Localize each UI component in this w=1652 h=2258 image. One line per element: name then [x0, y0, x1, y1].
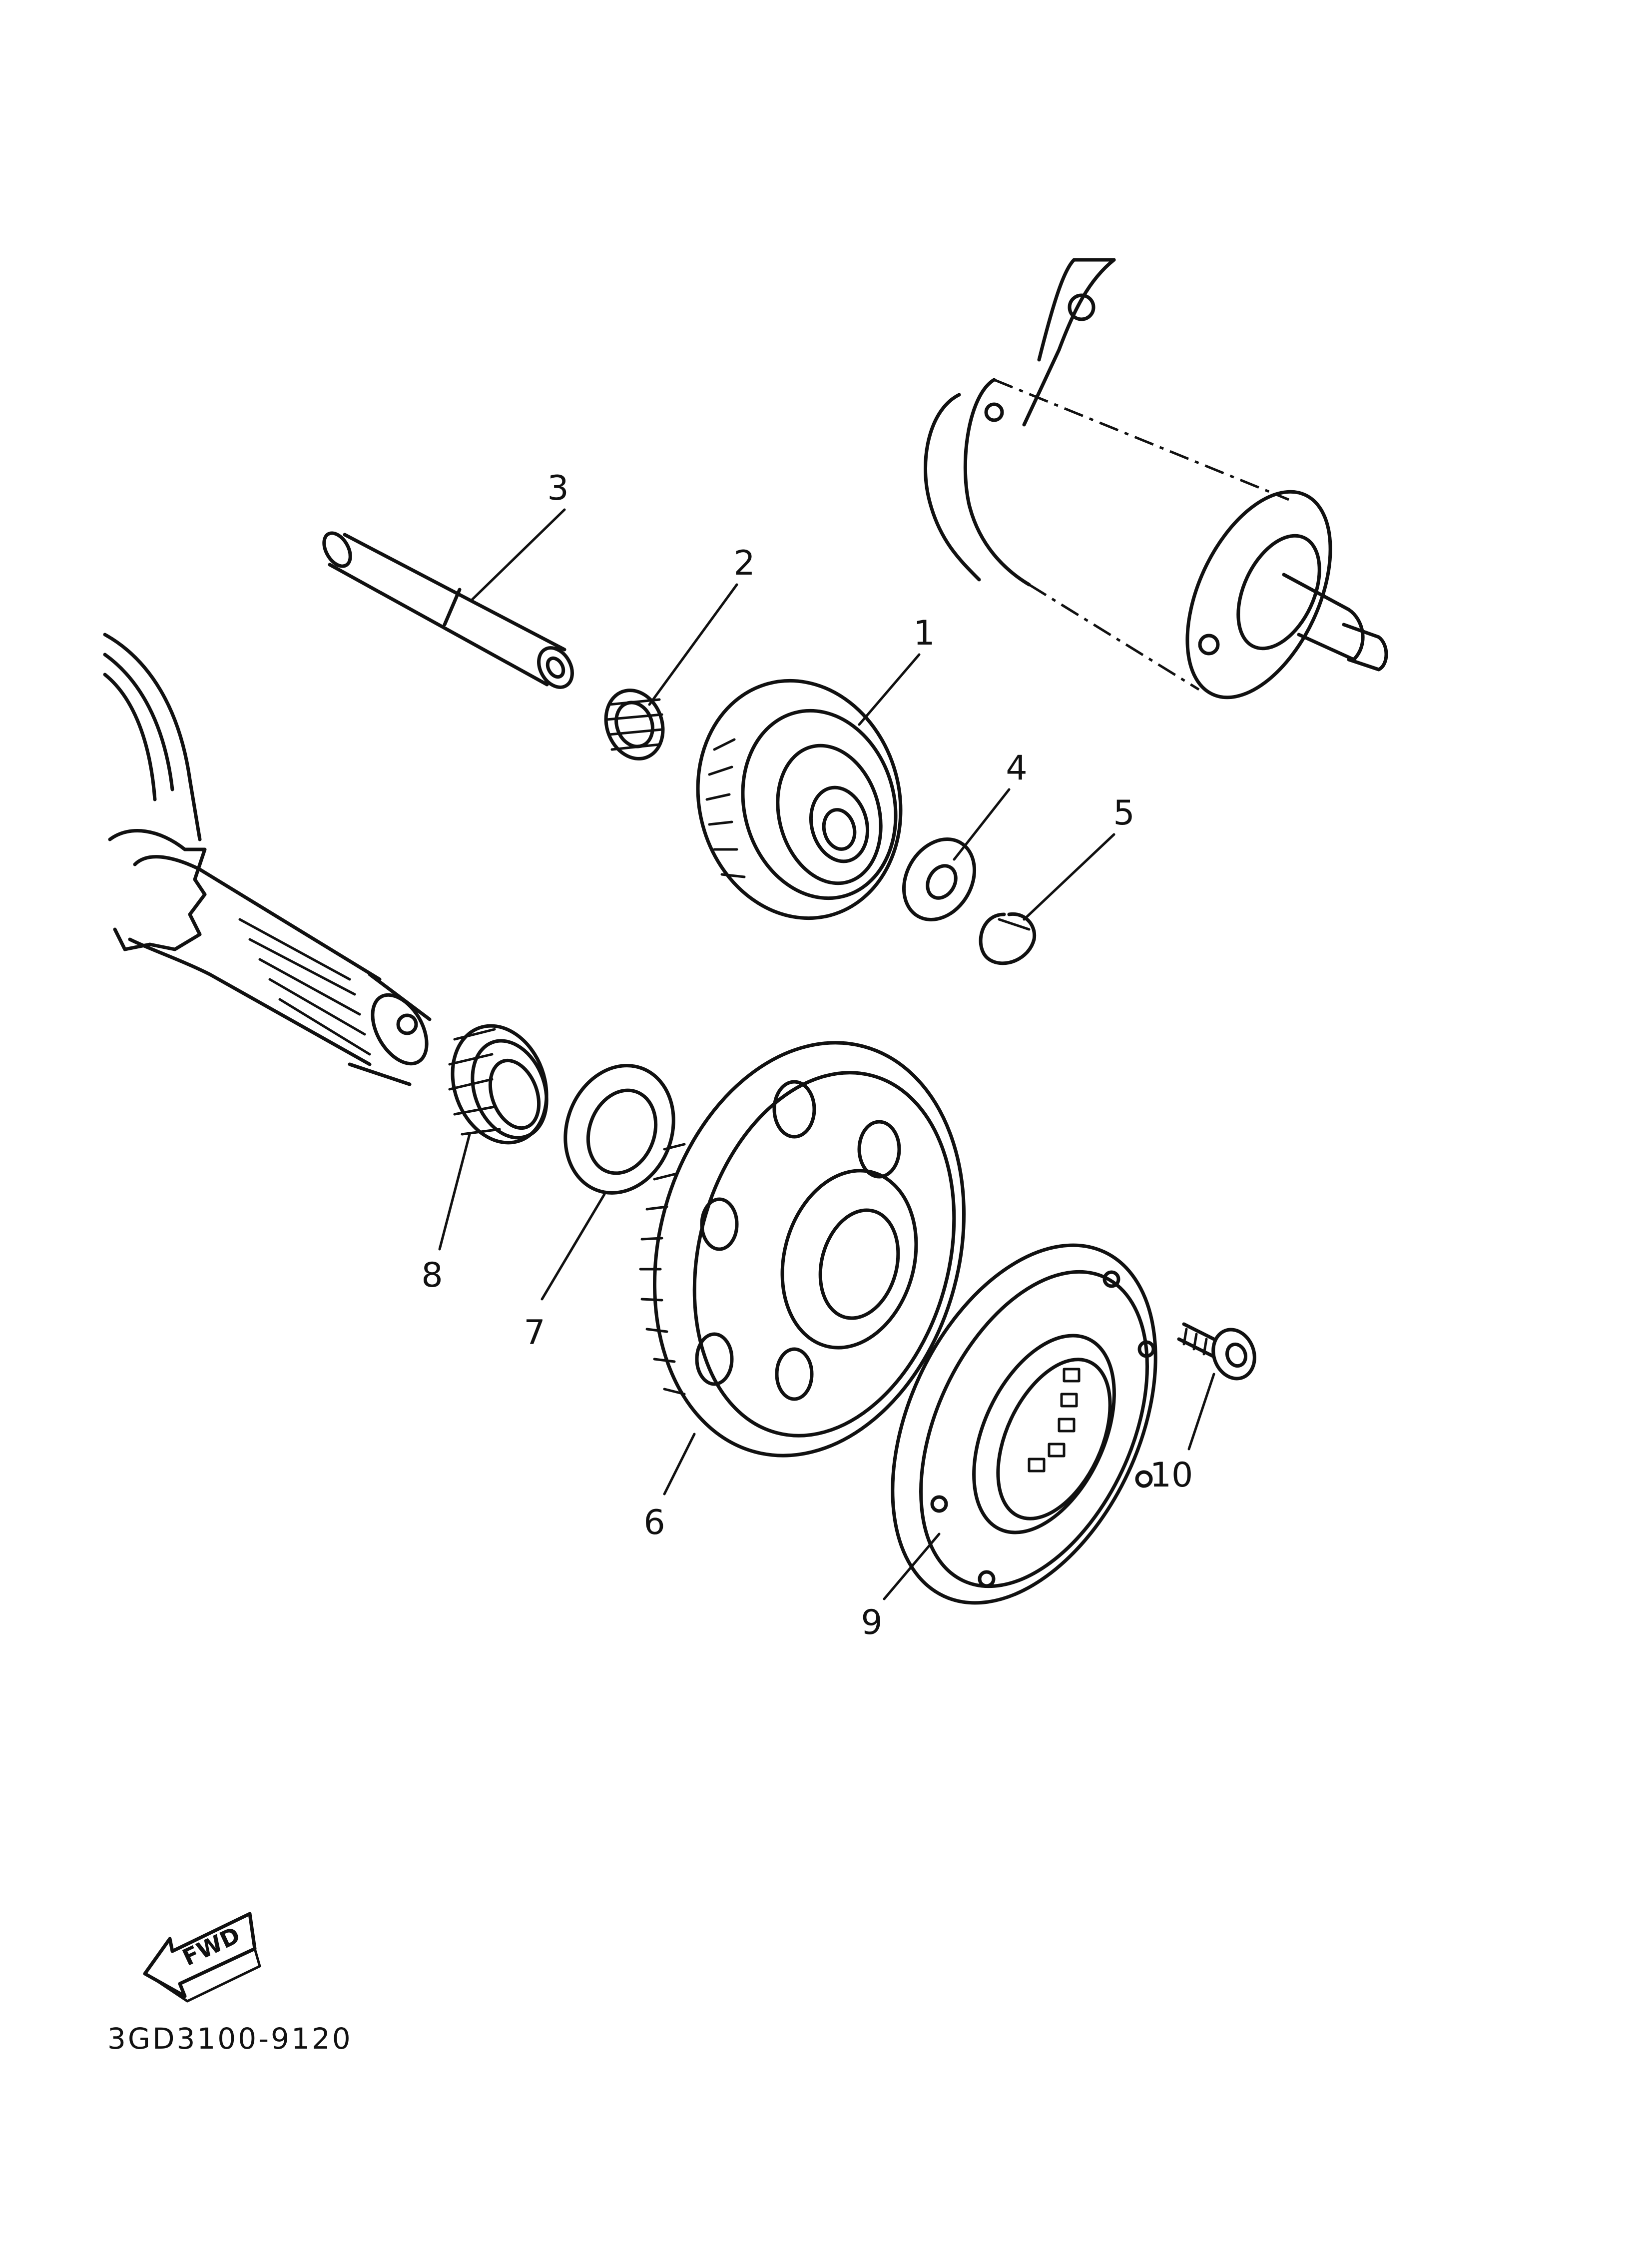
label-1: 1: [913, 614, 935, 653]
leader-6: [663, 1433, 696, 1496]
leader-5: [1023, 833, 1115, 921]
leader-lines: [438, 508, 1215, 1600]
part-9-clutch: [891, 1243, 1157, 1605]
crankshaft: [103, 633, 432, 1086]
label-8: 8: [421, 1256, 443, 1295]
part-10-bolt: [1177, 1322, 1256, 1381]
leader-3: [471, 508, 566, 601]
label-6: 6: [643, 1503, 665, 1542]
label-4: 4: [1006, 749, 1027, 788]
part-3-shaft: [322, 531, 574, 689]
diagram-code: 3GD3100-9120: [107, 2022, 353, 2056]
part-7-washer: [563, 1064, 675, 1195]
leader-9: [883, 1532, 941, 1600]
part-8-bearing: [448, 1024, 549, 1145]
label-7: 7: [524, 1313, 545, 1353]
part-1-idler-gear: [696, 679, 903, 920]
label-2: 2: [733, 544, 755, 583]
part-4-washer: [902, 837, 977, 921]
label-3: 3: [547, 469, 568, 508]
part-2-bearing: [604, 689, 665, 760]
leader-7: [541, 1193, 606, 1301]
leader-1: [858, 653, 921, 726]
leader-2: [648, 583, 738, 706]
leader-4: [953, 788, 1011, 861]
leader-8: [438, 1133, 471, 1251]
label-5: 5: [1113, 793, 1134, 833]
label-10: 10: [1150, 1456, 1193, 1495]
starter-motor: [924, 258, 1388, 700]
part-5-circlip: [979, 912, 1037, 965]
leader-10: [1187, 1373, 1215, 1451]
fwd-arrow-icon: FWD: [143, 1912, 261, 2003]
part-labels: 3 2 1 4 5 8 7 6 9 10: [421, 469, 1193, 1642]
label-9: 9: [861, 1603, 882, 1642]
fwd-text: FWD: [178, 1921, 244, 1971]
part-6-wheel-gear: [639, 1041, 966, 1458]
